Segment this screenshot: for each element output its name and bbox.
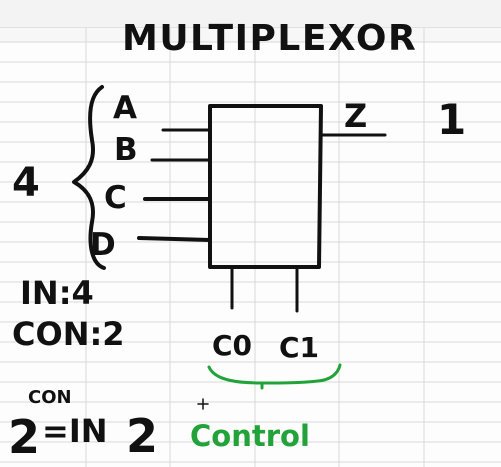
input-label-a: A	[113, 90, 137, 126]
input-label-b: B	[114, 132, 138, 168]
formula-value: 2	[126, 409, 158, 463]
spreadsheet-header-row	[0, 28, 501, 43]
input-label-d: D	[90, 227, 116, 263]
input-summary: IN:4	[20, 274, 94, 312]
control-summary: CON:2	[12, 315, 125, 353]
multiplexer-box	[208, 104, 323, 269]
control-brace	[207, 363, 342, 385]
control-label-c1: C1	[279, 331, 319, 364]
input-count-label: 4	[12, 160, 40, 206]
formula-equals-in: =IN	[42, 412, 108, 450]
spreadsheet-grid	[0, 28, 501, 467]
formula-exponent: CON	[28, 387, 72, 408]
input-group-brace	[72, 85, 106, 270]
cursor-marker	[197, 398, 209, 410]
formula-base: 2	[8, 410, 40, 464]
control-label: Control	[190, 419, 310, 453]
output-label: Z	[344, 97, 367, 135]
diagram-title: MULTIPLEXOR	[122, 18, 417, 59]
input-line-d	[137, 236, 212, 242]
output-count-label: 1	[437, 95, 466, 144]
input-label-c: C	[104, 180, 127, 216]
control-label-c0: C0	[212, 329, 252, 362]
spreadsheet-toolbar-strip	[0, 0, 501, 29]
